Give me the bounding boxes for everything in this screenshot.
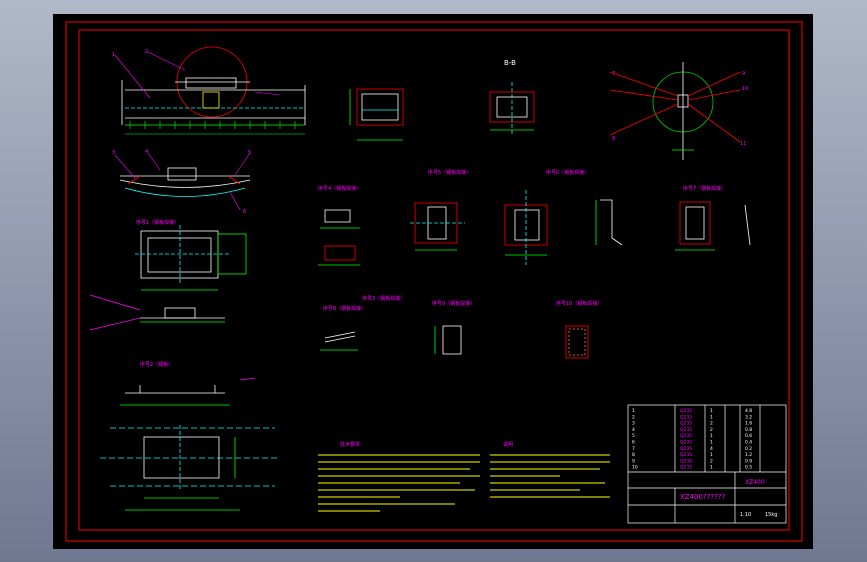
detail-captions: 序号1（钢板焊接） 序号2（钢板） 序号3（钢板焊接） 序号4（钢板焊接） 序号5（钢板… [136, 169, 726, 448]
parts-row-cell: 1.2 [745, 452, 752, 458]
detail-caption: 序号3（钢板焊接） [362, 295, 405, 302]
parts-row-cell: 2 [710, 458, 713, 464]
detail-5-view [410, 202, 465, 251]
notes-block-2 [490, 454, 610, 498]
parts-row-cell: 6 [632, 440, 635, 446]
callout-number: 3 [112, 150, 115, 156]
parts-row-cell: 2 [710, 427, 713, 433]
detail-2-elevation [120, 377, 256, 406]
title-block-code: XZ400 [745, 479, 765, 486]
parts-row-cell: Q235 [680, 465, 692, 471]
parts-row-cell: 0.5 [745, 465, 752, 471]
parts-row-cell: 1.6 [745, 421, 752, 427]
callout-number: 2 [145, 49, 148, 55]
parts-row-cell: 4 [710, 446, 713, 452]
detail-9-view [320, 331, 358, 351]
detail-8-view [675, 201, 751, 251]
callout-number: 10 [742, 86, 748, 92]
leader-lines-main [114, 51, 281, 99]
section-bb-view [489, 82, 535, 135]
parts-row-cell: 2 [632, 414, 635, 420]
detail-caption: 序号8（钢板焊接） [323, 305, 366, 312]
parts-row-cell: 1 [710, 414, 713, 420]
parts-row-cell: Q235 [680, 414, 692, 420]
parts-row-cell: 0.4 [745, 440, 752, 446]
parts-row-cell: 3.2 [745, 414, 752, 420]
callout-number: 8 [612, 136, 615, 142]
detail-7-view [595, 199, 623, 246]
parts-row-cell: 1 [710, 433, 713, 439]
parts-row-cell: Q235 [680, 458, 692, 464]
detail-1-plan [135, 225, 247, 291]
main-elevation-ticks [125, 121, 305, 135]
parts-row-cell: 1 [710, 408, 713, 414]
callout-number: 1 [112, 52, 115, 58]
section-bb-label: B-B [504, 59, 516, 67]
callout-number: 4 [145, 149, 148, 155]
detail-caption: 序号9（钢板焊接） [432, 300, 475, 307]
parts-row-cell: Q235 [680, 408, 692, 414]
parts-row-cell: 2 [710, 421, 713, 427]
parts-row-cell: 10 [632, 465, 638, 471]
parts-row-cell: Q235 [680, 427, 692, 433]
detail-1-section [89, 294, 225, 331]
parts-row-cell: Q235 [680, 446, 692, 452]
technical-notes-block [318, 454, 480, 512]
parts-row-cell: 0.8 [745, 427, 752, 433]
detail-caption: 序号10（钢板焊接） [556, 300, 602, 307]
callout-number: 11 [740, 141, 746, 147]
detail-11-view [565, 325, 589, 359]
detail-caption: 序号1（钢板焊接） [136, 219, 179, 226]
detail-10-view [434, 325, 462, 355]
parts-row-cell: 5 [632, 433, 635, 439]
callout-number: 7 [612, 71, 615, 77]
main-elevation-view [121, 46, 306, 126]
parts-row-cell: 4.8 [745, 408, 752, 414]
detail-caption: 序号6（钢板焊接） [546, 169, 589, 176]
detail-6-view [504, 190, 548, 265]
parts-row-cell: 0.9 [745, 458, 752, 464]
parts-row-cell: Q235 [680, 433, 692, 439]
parts-row-cell: Q235 [680, 421, 692, 427]
side-elevation-view [119, 167, 251, 197]
detail-caption: 说明 [503, 441, 513, 448]
parts-row-cell: 1 [632, 408, 635, 414]
title-block-weight: 15kg [765, 512, 777, 518]
parts-row-cell: Q235 [680, 452, 692, 458]
callout-number: 6 [243, 209, 246, 215]
detail-2-plan [100, 425, 280, 511]
title-block-scale: 1:10 [740, 512, 751, 518]
detail-caption: 序号2（钢板） [140, 361, 173, 368]
detail-caption: 序号4（钢板焊接） [318, 185, 361, 192]
inner-frame [78, 29, 790, 531]
parts-row-cell: 3 [632, 421, 635, 427]
detail-caption: 技术要求 [340, 441, 360, 448]
parts-row-cell: 1 [710, 465, 713, 471]
outer-frame [65, 21, 803, 542]
parts-row-cell: 7 [632, 446, 635, 452]
parts-row-cell: 1 [710, 452, 713, 458]
title-block-title: XZ400?????? [680, 493, 726, 501]
title-block [627, 404, 787, 524]
callout-number: 9 [742, 71, 745, 77]
detail-circle-view [609, 62, 741, 160]
parts-row-cell: 0.6 [745, 433, 752, 439]
leader-lines-side [114, 152, 251, 211]
callout-number: 5 [248, 150, 251, 156]
callout-numbers: 1 2 3 4 5 6 7 8 9 10 11 [112, 49, 748, 215]
parts-row-cell: 8 [632, 452, 635, 458]
parts-row-cell: 4 [632, 427, 635, 433]
detail-caption: 序号7（钢板焊接） [683, 185, 726, 192]
parts-row-cell: Q235 [680, 440, 692, 446]
parts-row-cell: 0.2 [745, 446, 752, 452]
parts-row-cell: 1 [710, 440, 713, 446]
detail-caption: 序号5（钢板焊接） [428, 169, 471, 176]
detail-top-middle [349, 88, 404, 141]
detail-4-view [318, 209, 360, 266]
parts-row-cell: 9 [632, 458, 635, 464]
